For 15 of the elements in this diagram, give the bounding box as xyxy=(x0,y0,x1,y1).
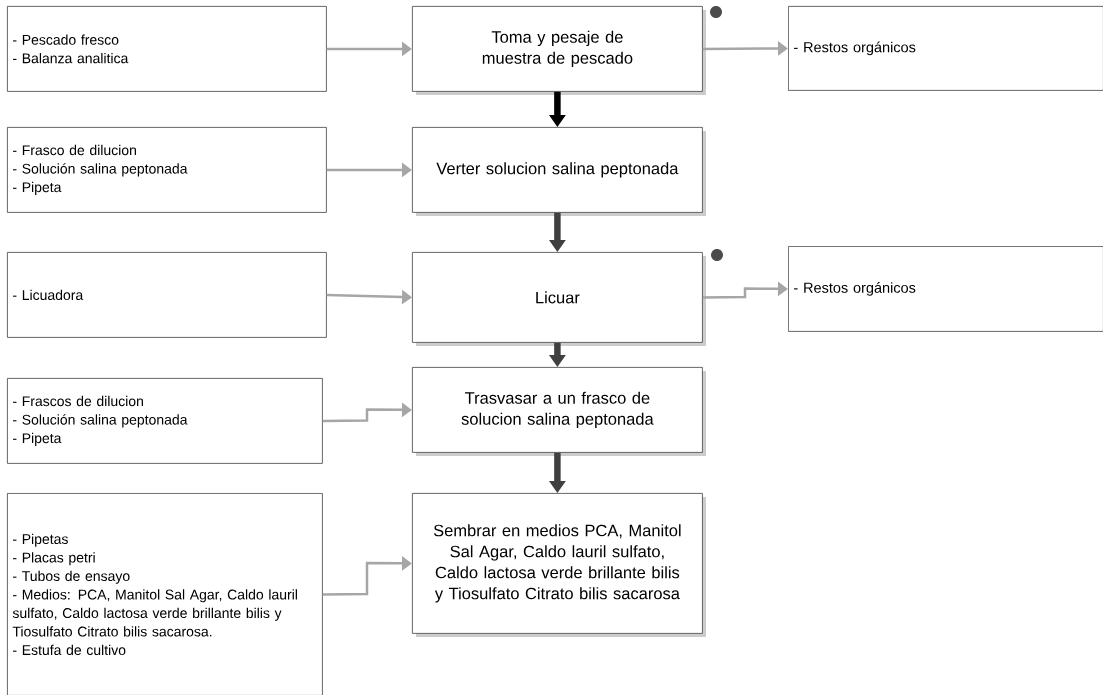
arrow xyxy=(322,555,412,596)
output-box: - Restos orgánicos xyxy=(788,6,1103,91)
arrow xyxy=(322,402,412,423)
process-box: Licuar xyxy=(412,252,706,346)
materials-box: - Frascos de dilucion - Solución salina peptonada - Pipeta xyxy=(7,378,323,464)
process-box: Sembrar en medios PCA, Manitol Sal Agar, Caldo lauril sulfato, Caldo lactosa verde brillante bilis y Tiosulfato Citrato bilis sacarosa xyxy=(412,493,706,637)
materials-box: - Pipetas - Placas petri - Tubos de ensayo - Medios: PCA, Manitol Sal Agar, Caldo lauril sulfato, Caldo lactosa verde brillante bilis y Tiosulfato Citrato bilis sacarosa. - Estufa de cultivo xyxy=(7,493,323,695)
materials-box: - Pescado fresco - Balanza analitica xyxy=(7,6,327,92)
arrow xyxy=(702,281,788,299)
materials-box: - Frasco de dilucion - Solución salina peptonada - Pipeta xyxy=(7,127,327,213)
process-box: Toma y pesaje de muestra de pescado xyxy=(412,6,706,95)
process-box: Verter solucion salina peptonada xyxy=(412,127,706,216)
output-box: - Restos orgánicos xyxy=(788,246,1103,332)
process-box: Trasvasar a un frasco de solucion salina peptonada xyxy=(412,367,706,456)
materials-box: - Licuadora xyxy=(7,252,327,338)
